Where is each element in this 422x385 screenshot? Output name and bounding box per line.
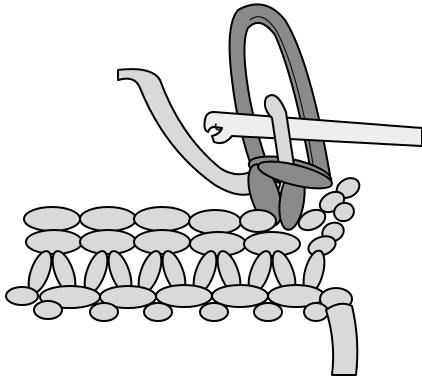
stitch-bottom-5 [254, 303, 282, 321]
foundation-chain-1 [6, 287, 38, 305]
stitch-second-2 [80, 230, 136, 254]
stitch-bottom-2 [90, 303, 118, 321]
stitch-second-5 [244, 232, 300, 256]
stitch-top-1 [24, 207, 80, 231]
stitch-second-3 [134, 230, 190, 254]
stitch-second-4 [190, 232, 246, 256]
stitch-top-2 [80, 207, 136, 231]
stitch-bottom-6 [304, 303, 328, 321]
stitch-top-3 [134, 207, 190, 231]
stitch-top-4 [189, 210, 241, 234]
stitch-second-1 [26, 230, 82, 254]
stitch-bottom-4 [200, 303, 228, 321]
stitch-top-5 [240, 210, 276, 232]
yarn-tail [326, 304, 357, 375]
stitch-bottom-1 [34, 301, 62, 319]
stitch-bottom-3 [144, 303, 172, 321]
